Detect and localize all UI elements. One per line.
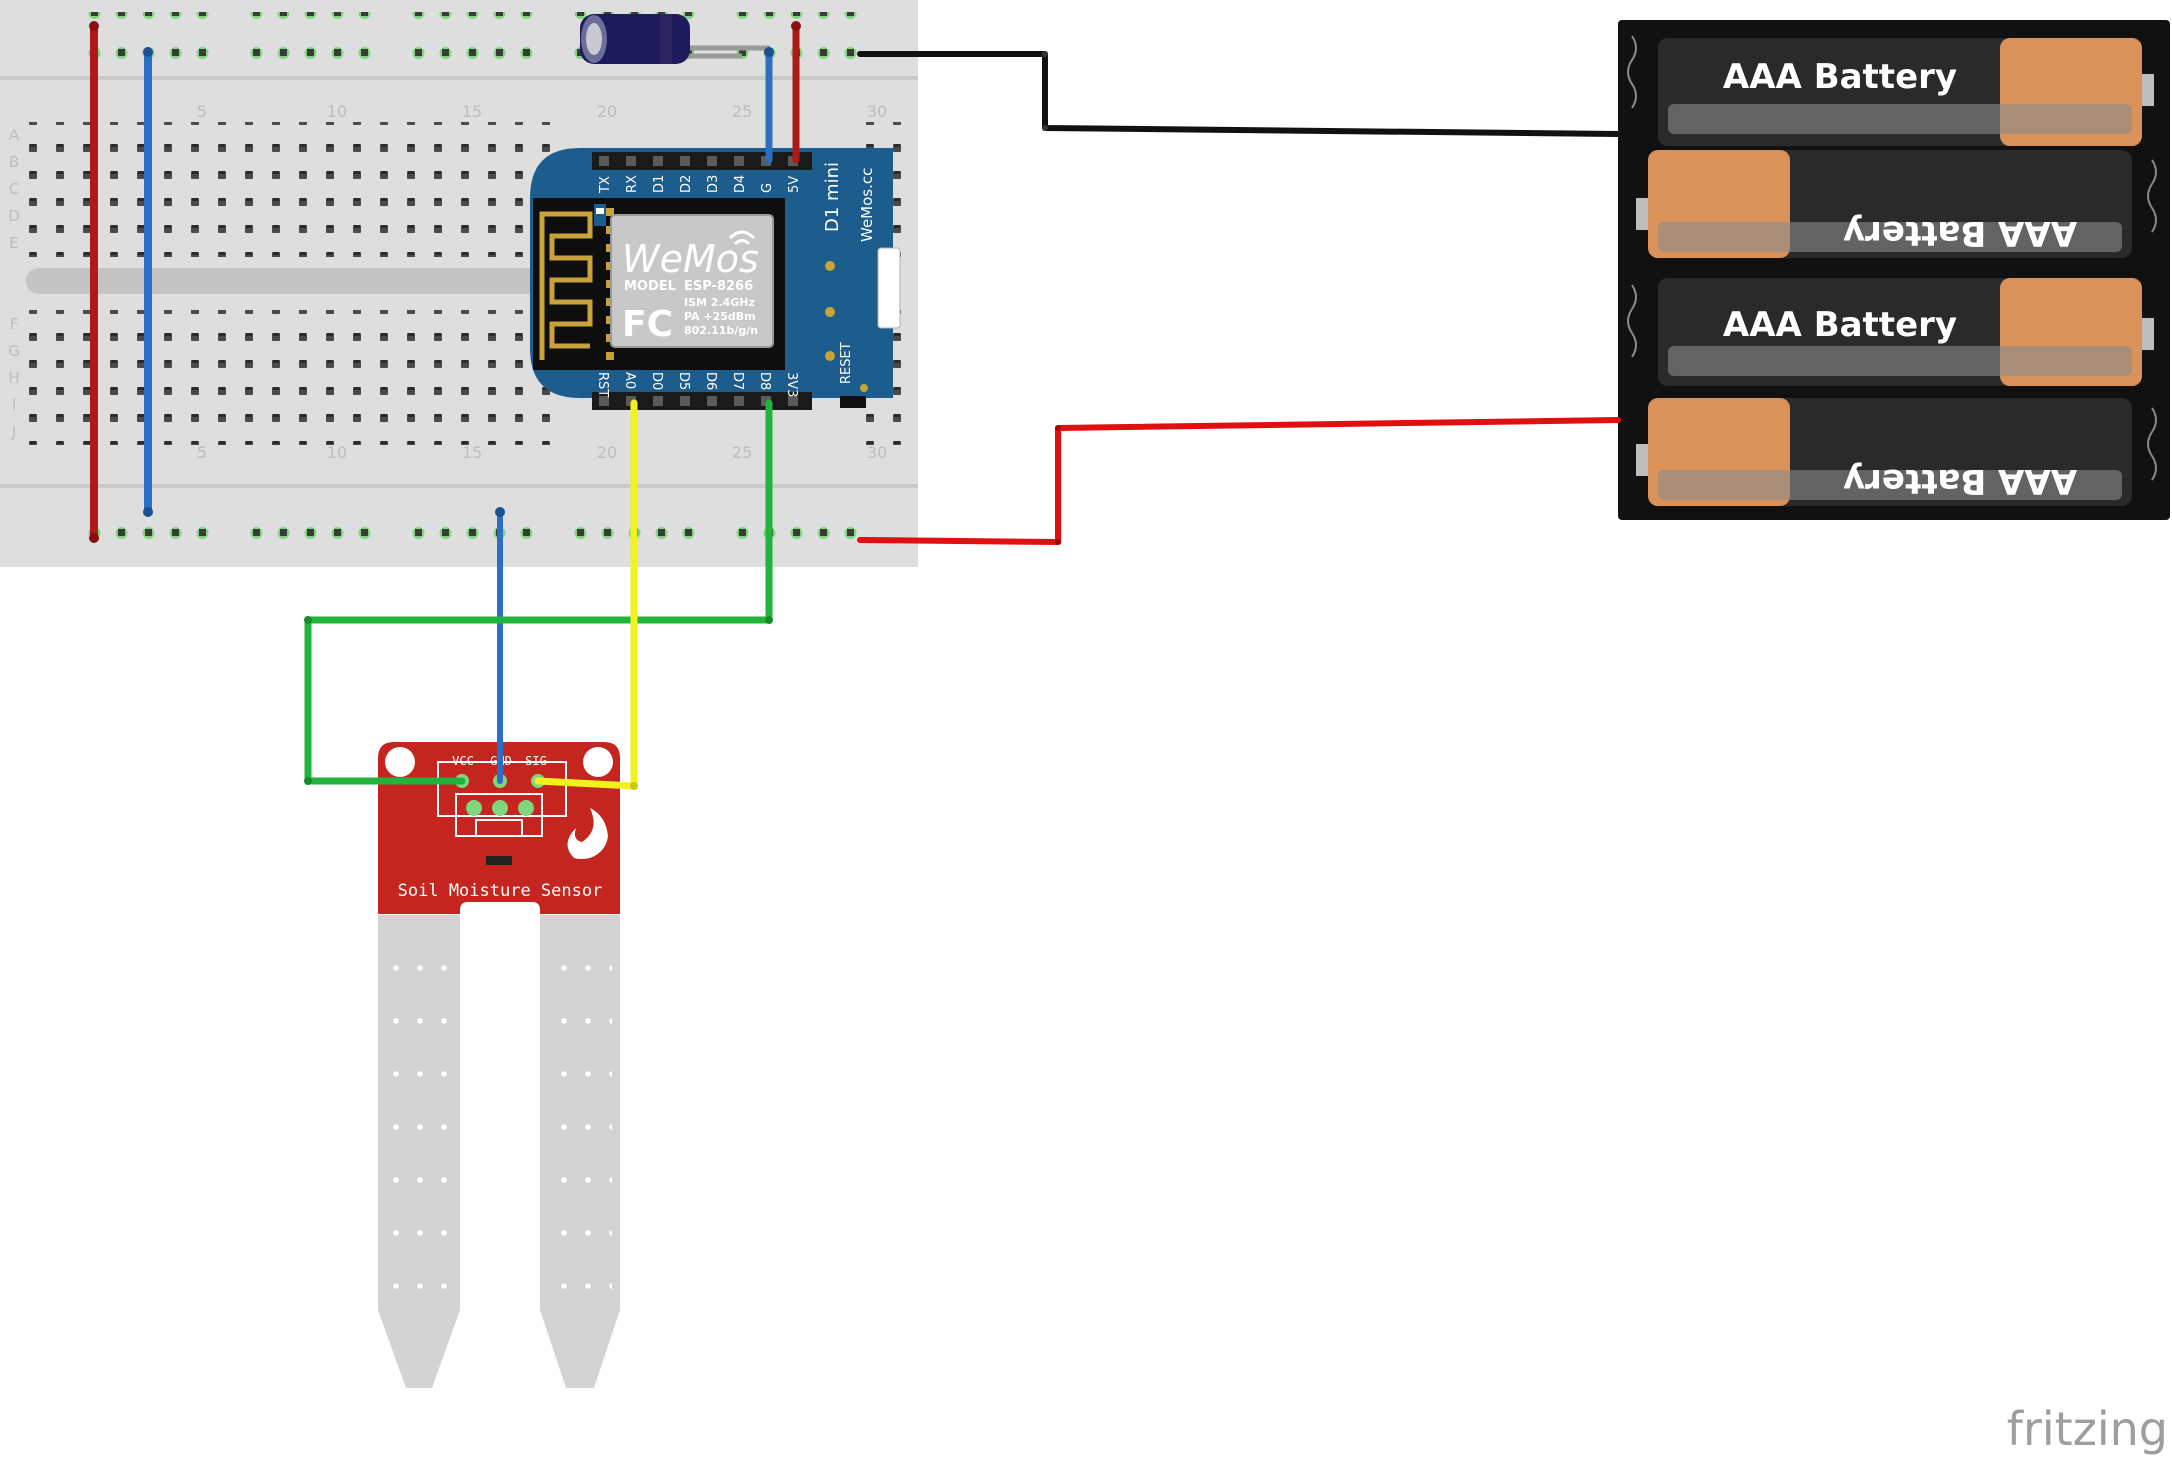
column-number: 15 (462, 102, 482, 121)
column-number: 10 (327, 102, 347, 121)
model-label: MODEL (624, 279, 676, 294)
board-name: D1 mini (822, 162, 843, 232)
pin-label: D3 (706, 175, 721, 193)
sensor-title: Soil Moisture Sensor (398, 881, 603, 901)
terminal-strip-top (20, 122, 560, 257)
row-letter: F (10, 315, 19, 333)
esp8266-module: WeMos MODEL ESP-8266 FC ISM 2.4GHz PA +2… (533, 198, 785, 370)
column-number: 30 (867, 443, 887, 462)
pin-label: A0 (622, 372, 637, 389)
battery-label: AAA Battery (1723, 305, 1957, 345)
top-pin-labels: TX RX D1 D2 D3 D4 G 5V (598, 175, 802, 194)
power-rail-top (80, 12, 864, 70)
wemos-logo: WeMos (622, 237, 759, 281)
fritzing-watermark: fritzing (2007, 1402, 2168, 1456)
row-letters: A B C D E F G H I J (8, 126, 20, 441)
pin-label: D6 (703, 372, 718, 390)
spec-line: PA +25dBm (684, 310, 756, 323)
pin-label: 3V3 (784, 372, 799, 397)
pin-label: D1 (652, 175, 667, 193)
pin-label: RX (625, 175, 640, 193)
fc-mark: FC (622, 304, 673, 345)
electrolytic-capacitor (580, 14, 770, 64)
pin-label: TX (598, 176, 613, 194)
row-letter: C (9, 180, 19, 198)
wires (89, 21, 1621, 790)
model-value: ESP-8266 (684, 279, 753, 294)
row-letter: H (8, 369, 19, 387)
row-letter: B (9, 153, 19, 171)
column-number: 25 (732, 102, 752, 121)
header-bottom (592, 392, 812, 410)
battery-label: AAA Battery (1843, 461, 2077, 501)
usb-connector (877, 247, 901, 329)
column-number: 5 (197, 102, 207, 121)
spec-line: ISM 2.4GHz (684, 296, 755, 309)
wifi-icon (728, 230, 756, 246)
column-number: 20 (597, 102, 617, 121)
wemos-d1-mini: TX RX D1 D2 D3 D4 G 5V RST A0 D0 D5 D6 D… (530, 148, 901, 410)
pin-label: RST (595, 372, 610, 397)
battery-cell: AAA Battery (1658, 38, 2154, 146)
battery-cell: AAA Battery (1636, 150, 2132, 258)
column-number: 10 (327, 443, 347, 462)
column-number: 5 (197, 443, 207, 462)
battery-cell: AAA Battery (1636, 398, 2132, 506)
column-numbers: 5 10 15 20 25 30 5 10 15 20 25 30 (197, 102, 887, 462)
bottom-pin-labels: RST A0 D0 D5 D6 D7 D8 3V3 (595, 372, 799, 397)
flame-logo-icon (567, 808, 608, 859)
sensor-pin-labels: VCC GND SIG (452, 754, 547, 768)
pin-label: D7 (730, 372, 745, 390)
power-rail-bottom (80, 500, 864, 558)
pin-label: D8 (757, 372, 772, 390)
row-letter: J (11, 423, 16, 441)
row-letter: I (12, 396, 16, 414)
sensor-pin-label: SIG (525, 754, 547, 768)
row-letter: G (8, 342, 20, 360)
pin-label: D4 (733, 175, 748, 193)
brand-name: WeMos.cc (858, 168, 876, 242)
column-number: 25 (732, 443, 752, 462)
reset-label: RESET (839, 342, 854, 384)
spec-line: 802.11b/g/n (684, 324, 758, 337)
sensor-pin-label: VCC (452, 754, 474, 768)
breadboard-center-channel (26, 268, 546, 294)
battery-cell: AAA Battery (1658, 278, 2154, 386)
column-number: 20 (597, 443, 617, 462)
row-letter: D (8, 207, 20, 225)
terminal-strip-bottom (20, 310, 560, 445)
wire-black-battery (857, 51, 1621, 137)
battery-label: AAA Battery (1723, 57, 1957, 97)
pin-label: G (760, 183, 775, 193)
wire-red-battery (857, 417, 1621, 545)
metal-shield (610, 214, 774, 348)
column-number: 30 (867, 102, 887, 121)
pin-label: D5 (676, 372, 691, 390)
pin-label: D2 (679, 175, 694, 193)
row-letter: E (9, 234, 18, 252)
row-letter: A (9, 126, 20, 144)
header-top (592, 152, 812, 170)
antenna-trace (539, 211, 593, 360)
pin-label: 5V (787, 176, 802, 193)
pin-label: D0 (649, 372, 664, 390)
soil-moisture-sensor: VCC GND SIG Soil Moisture Sensor (378, 742, 620, 1388)
battery-label: AAA Battery (1843, 213, 2077, 253)
column-number: 15 (462, 443, 482, 462)
battery-pack: AAA Battery AAA Battery AAA Battery AAA … (1618, 20, 2170, 520)
